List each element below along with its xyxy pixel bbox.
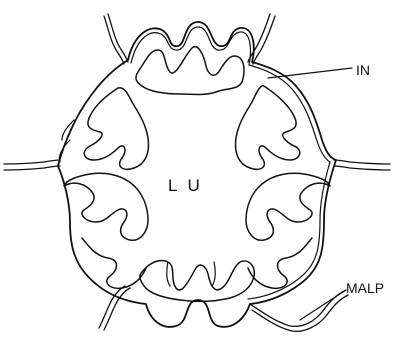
malpighian-label: MALP bbox=[346, 280, 384, 296]
outer-wall bbox=[58, 22, 336, 327]
lumen-label: L U bbox=[168, 176, 203, 195]
leader-line-malp bbox=[300, 290, 346, 320]
intestine-label: IN bbox=[356, 62, 370, 78]
